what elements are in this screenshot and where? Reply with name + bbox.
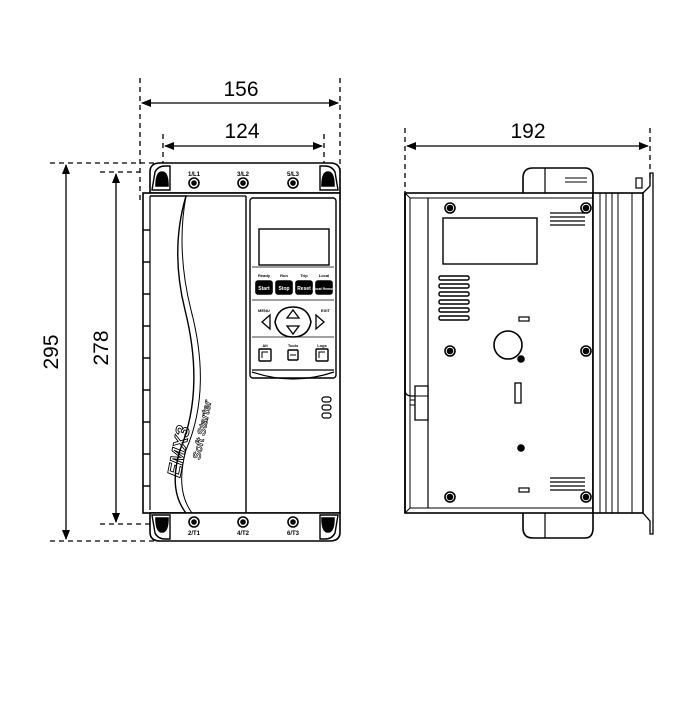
terminal-label-l1: 1/L1 [188,172,201,178]
indicator-trip: Trip [300,273,308,278]
keypad-panel [249,197,337,379]
nav-ring [274,306,312,338]
indicator-ready: Ready [258,273,271,278]
start-button [255,280,273,295]
local-remote-button [315,280,333,295]
rating-label-window [442,217,538,265]
exit-label: EXIT [321,308,330,313]
reset-button-label: Reset [297,286,311,292]
side-slot [514,382,522,404]
cable-entry-port [493,330,523,360]
nav-left-icon [261,313,271,331]
status-led-1 [321,396,332,403]
tools-button [287,349,299,361]
indicator-local: Local [319,273,329,278]
side-view [404,167,654,539]
tools-label: Tools [288,343,299,348]
terminal-label-t3: 6/T3 [287,531,300,537]
dim-278-label: 278 [90,330,113,365]
reset-button [295,280,313,295]
terminal-label-l3: 5/L3 [287,172,300,178]
mounting-bracket [642,172,654,535]
terminal-label-l2: 3/L2 [237,172,250,178]
logs-label: Logs [317,343,327,348]
terminal-label-t1: 2/T1 [188,531,201,537]
vent-slots [438,275,470,321]
dim-192-label: 192 [510,120,545,143]
local-remote-button-label: Local Remote [313,287,336,291]
nav-up-icon [285,308,301,319]
nav-right-icon [315,313,325,331]
dim-124-label: 124 [224,120,259,143]
start-button-label: Start [258,286,270,292]
logs-button [315,348,329,362]
side-screws [444,202,592,503]
alt-button [258,348,272,362]
menu-label: MENU [258,308,270,313]
indicator-run: Run [280,273,288,278]
dim-295-label: 295 [40,334,63,369]
dim-156-label: 156 [223,78,258,101]
stop-button-label: Stop [278,286,289,292]
door-curve [150,195,195,514]
front-view [142,162,341,542]
terminal-label-t2: 4/T2 [237,531,250,537]
status-led-2 [321,404,332,411]
nav-down-icon [285,325,301,336]
side-latch [414,385,429,421]
stop-button [275,280,293,295]
lcd-screen [258,228,330,266]
status-led-3 [321,412,332,419]
alt-label: Alt [262,343,268,348]
